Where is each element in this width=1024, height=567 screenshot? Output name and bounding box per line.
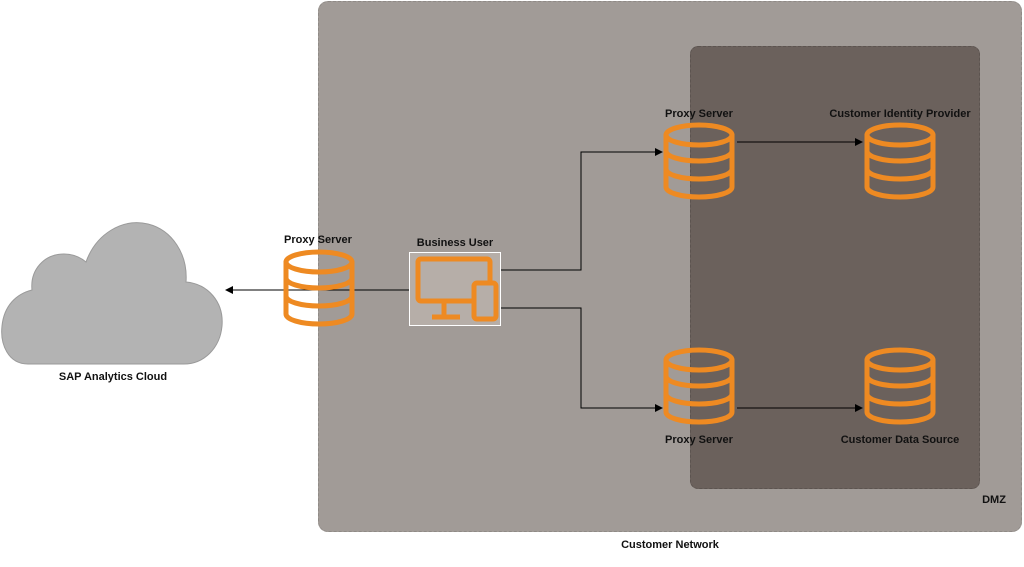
proxy-server-outer-label: Proxy Server <box>284 234 352 246</box>
identity-provider-label: Customer Identity Provider <box>829 108 971 120</box>
proxy-server-bottom-label: Proxy Server <box>665 434 733 446</box>
data-source-icon <box>864 347 936 425</box>
dmz-label: DMZ <box>982 494 1006 506</box>
proxy-server-outer-icon <box>283 249 355 327</box>
proxy-server-bottom-icon <box>663 347 735 425</box>
edge-user-to-proxy-top <box>501 148 663 271</box>
customer-network-label: Customer Network <box>621 539 719 551</box>
business-user-label: Business User <box>416 237 494 249</box>
desktop-and-phone-icon <box>415 256 499 322</box>
business-user-node <box>409 252 501 326</box>
identity-provider-icon <box>864 122 936 200</box>
data-source-label: Customer Data Source <box>840 434 960 446</box>
cloud-label: SAP Analytics Cloud <box>58 371 168 383</box>
proxy-server-top-label: Proxy Server <box>665 108 733 120</box>
proxy-server-top-icon <box>663 122 735 200</box>
cloud-icon <box>1 222 223 365</box>
edge-user-to-proxy-bottom <box>501 307 663 412</box>
